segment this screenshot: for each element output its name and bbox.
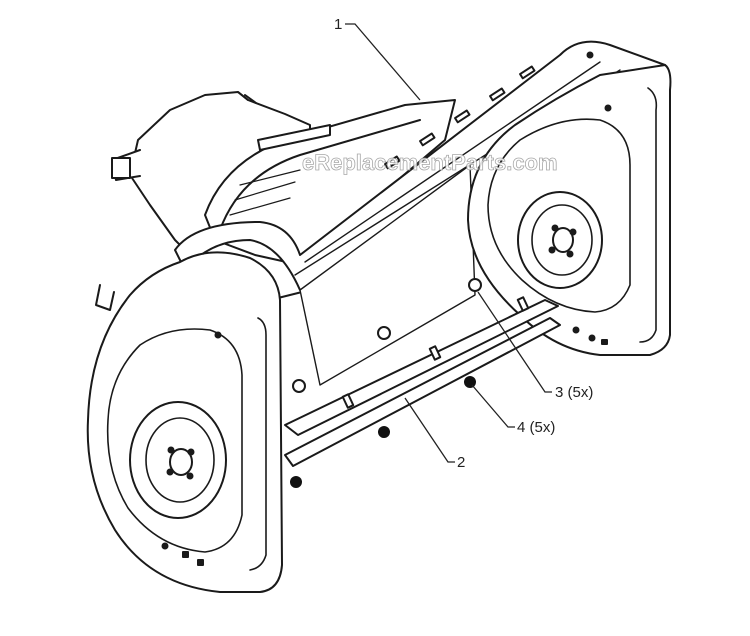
nut-2 (378, 426, 390, 438)
leader-3 (477, 291, 552, 393)
leader-2 (404, 397, 455, 463)
callout-label-2: 2 (457, 454, 465, 471)
leader-4 (471, 384, 515, 428)
watermark-text: eReplacementParts.com (302, 150, 558, 175)
back-plate (292, 164, 482, 393)
nut-3 (464, 376, 476, 388)
nut-1 (290, 476, 302, 488)
callout-label-1: 1 (334, 16, 342, 33)
left-side-panel (86, 251, 283, 593)
right-side-panel (467, 64, 672, 356)
callout-label-4: 4 (5x) (517, 419, 555, 436)
bottom-bar (284, 296, 561, 467)
nut-markers (290, 376, 476, 488)
leader-1 (345, 23, 421, 101)
callout-label-3: 3 (5x) (555, 384, 593, 401)
leader-lines (345, 23, 552, 463)
